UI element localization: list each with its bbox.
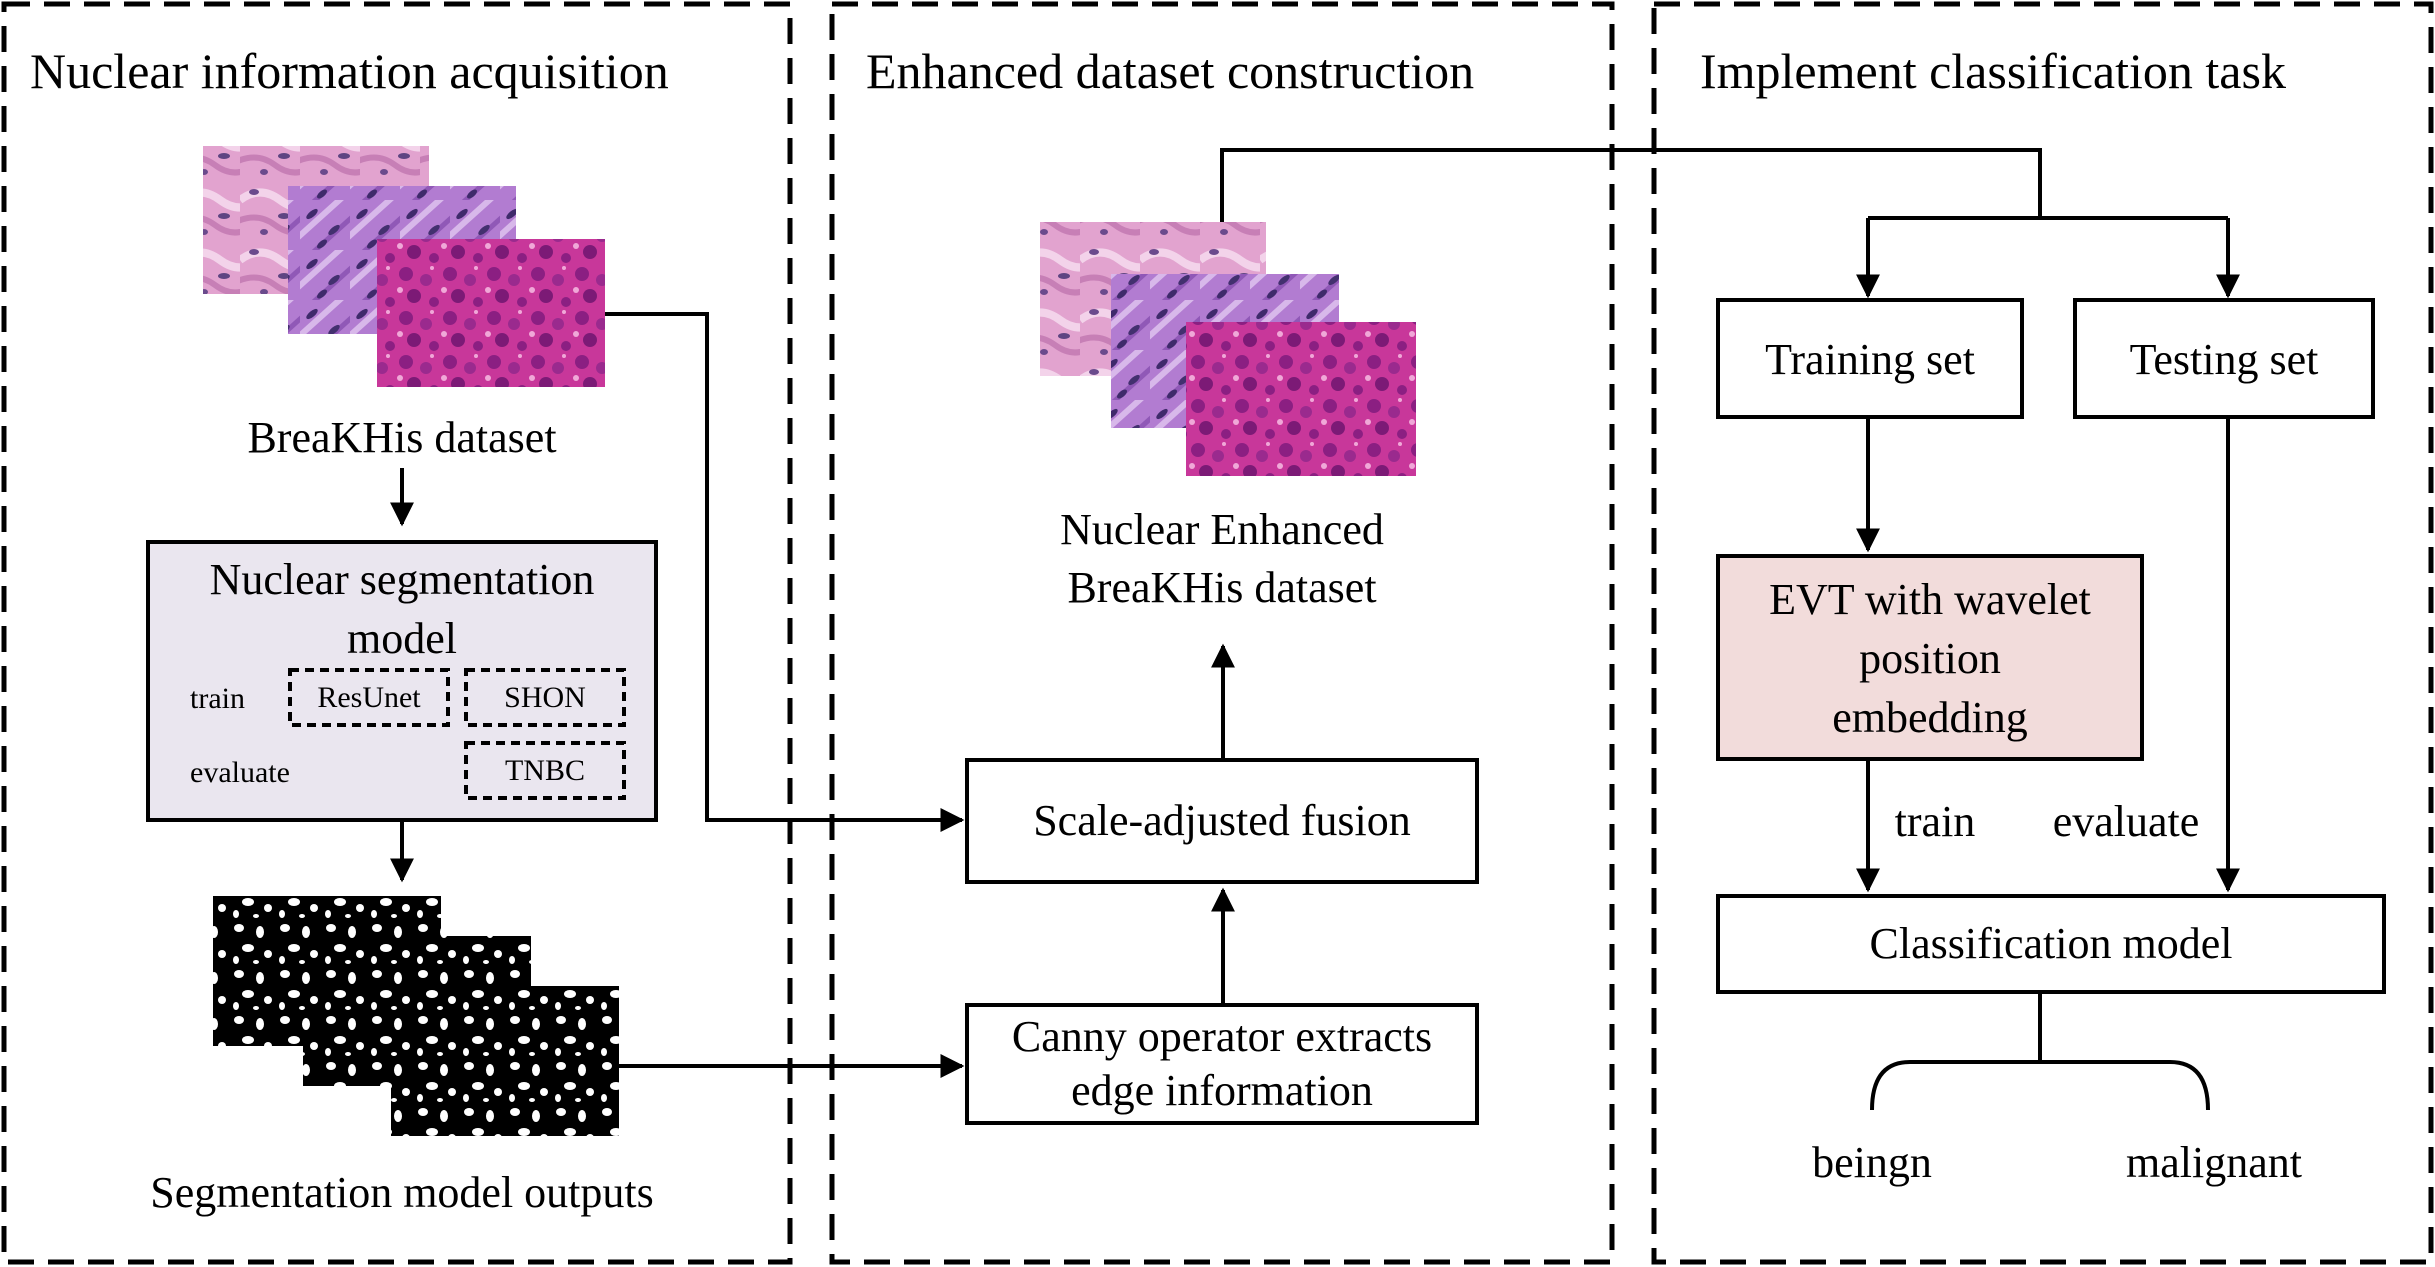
training-set-box <box>1716 298 2024 419</box>
classify-train-label: train <box>1895 797 1976 846</box>
resunet-box <box>288 668 450 727</box>
segmentation-output-stack <box>213 896 619 1136</box>
classification-model-label: Classification model <box>1870 919 2233 968</box>
evt-label-2: position <box>1859 634 2001 683</box>
arrow-dataset-to-fusion <box>605 312 965 832</box>
evt-model-box <box>1716 554 2144 761</box>
testing-set-label: Testing set <box>2130 335 2319 384</box>
tnbc-box <box>464 741 626 800</box>
connector-enhanced-to-split <box>1220 148 2042 222</box>
panel-acquisition-frame <box>1 1 793 1265</box>
enhanced-image-3 <box>1186 322 1416 476</box>
panel-classification-frame <box>1651 1 2434 1265</box>
fusion-box <box>965 758 1479 884</box>
training-set-label: Training set <box>1765 335 1975 384</box>
fusion-label: Scale-adjusted fusion <box>1033 796 1411 845</box>
testing-set-box <box>2073 298 2375 419</box>
enhanced-image-stack <box>1040 222 1416 476</box>
histology-image-3 <box>377 239 605 387</box>
panel-construction-title: Enhanced dataset construction <box>866 43 1474 99</box>
outcome-malignant-label: malignant <box>2126 1138 2302 1187</box>
canny-label-1: Canny operator extracts <box>1012 1012 1432 1061</box>
segmentation-outputs-label: Segmentation model outputs <box>150 1168 654 1217</box>
seg-evaluate-label: evaluate <box>190 756 290 789</box>
panel-classification-title: Implement classification task <box>1700 43 2286 99</box>
segmentation-model-frame <box>146 540 658 822</box>
classify-evaluate-label: evaluate <box>2053 797 2200 846</box>
resunet-label: ResUnet <box>317 681 421 714</box>
canny-box <box>965 1003 1479 1125</box>
evt-label-1: EVT with wavelet <box>1769 575 2091 624</box>
seg-train-label: train <box>190 682 245 715</box>
breakhis-image-stack <box>203 146 605 387</box>
enhanced-dataset-label-1: Nuclear Enhanced <box>1060 505 1384 554</box>
enhanced-dataset-label-2: BreaKHis dataset <box>1067 563 1376 612</box>
outcome-benign-label: beingn <box>1812 1138 1932 1187</box>
evt-label-3: embedding <box>1832 693 2028 742</box>
panel-construction-frame <box>829 1 1615 1265</box>
panel-acquisition-title: Nuclear information acquisition <box>30 43 669 99</box>
canny-label-2: edge information <box>1071 1066 1373 1115</box>
segmentation-model-title-1: Nuclear segmentation <box>210 555 595 604</box>
tnbc-label: TNBC <box>505 754 585 787</box>
segmentation-model-box: Nuclear segmentation model train ResUnet… <box>146 540 658 822</box>
outcome-brace <box>1870 994 2210 1111</box>
shon-box <box>464 668 626 727</box>
mask-image-3 <box>391 986 619 1136</box>
segmentation-model-title-2: model <box>347 614 457 663</box>
classification-model-box <box>1716 894 2386 994</box>
breakhis-dataset-label: BreaKHis dataset <box>247 413 556 462</box>
shon-label: SHON <box>504 681 586 714</box>
